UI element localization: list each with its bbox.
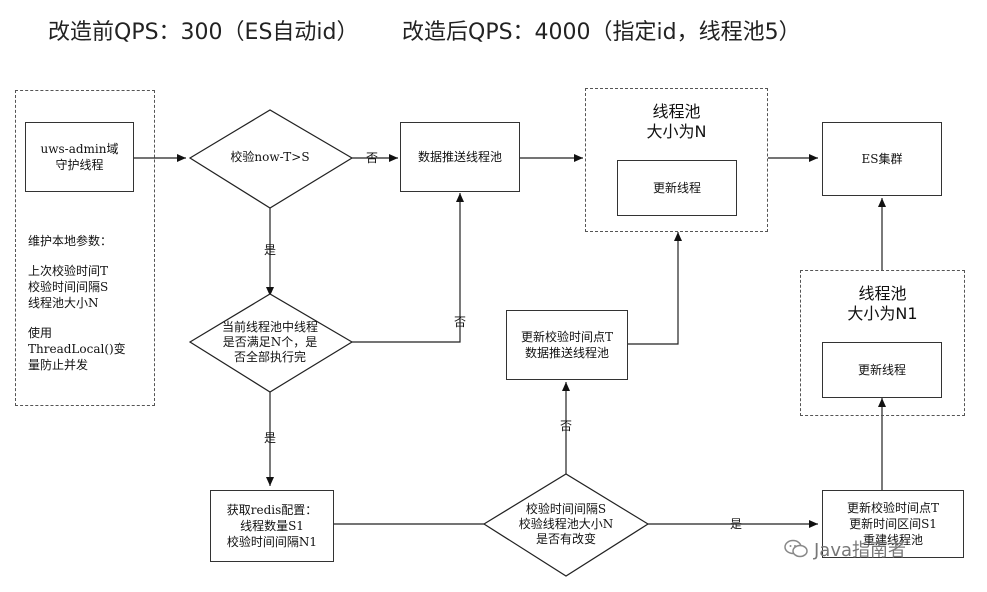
- daemon-thread-box: uws-admin域 守护线程: [25, 122, 134, 192]
- param-check-interval: 校验时间间隔S: [28, 280, 109, 294]
- edge-label-yes-2: 是: [264, 431, 277, 445]
- push-pool-box: 数据推送线程池: [400, 122, 520, 192]
- watermark-text: Java指南者: [814, 540, 907, 561]
- local-params-panel: [15, 90, 155, 406]
- pool-n-group: [585, 88, 768, 232]
- title-before: 改造前QPS：300（ES自动id）: [48, 20, 359, 45]
- redis-config-box: 获取redis配置： 线程数量S1 校验时间间隔N1: [210, 490, 334, 562]
- edge-label-yes-1: 是: [264, 243, 277, 257]
- update-final-box: 更新校验时间点T 更新时间区间S1 重建线程池: [822, 490, 964, 558]
- decision-pool-check: [188, 293, 354, 393]
- wechat-icon: [784, 539, 808, 558]
- pool-check-label: 当前线程池中线程 是否满足N个，是 否全部执行完: [221, 320, 318, 364]
- pool-n1-group: [800, 270, 965, 416]
- pool-n-title: 线程池 大小为N: [646, 102, 707, 141]
- edge-label-no-1: 否: [366, 151, 379, 165]
- threadlocal-line-1: 使用: [28, 326, 53, 340]
- decision-changed: [482, 473, 650, 577]
- es-cluster-box: ES集群: [822, 122, 942, 196]
- update-thread-box-2: 更新线程: [822, 342, 942, 398]
- threadlocal-line-3: 量防止并发: [28, 358, 89, 372]
- changed-check-label: 校验时间间隔S 校验线程池大小N 是否有改变: [518, 502, 614, 546]
- edge-label-yes-3: 是: [730, 517, 743, 531]
- local-params-text: 维护本地参数： 上次校验时间T 校验时间间隔S 线程池大小N 使用 Thread…: [28, 233, 126, 373]
- pool-n1-title: 线程池 大小为N1: [847, 284, 918, 323]
- check-now-label: 校验now-T>S: [230, 150, 310, 164]
- param-pool-size: 线程池大小N: [28, 296, 99, 310]
- update-thread-box-1: 更新线程: [617, 160, 737, 216]
- decision-check-now: [188, 109, 354, 209]
- edge-label-no-2: 否: [454, 315, 467, 329]
- params-title: 维护本地参数：: [28, 234, 113, 248]
- title-after: 改造后QPS：4000（指定id，线程池5）: [402, 20, 801, 45]
- watermark: Java指南者: [784, 536, 906, 562]
- param-last-check-time: 上次校验时间T: [28, 264, 109, 278]
- threadlocal-line-2: ThreadLocal()变: [28, 342, 126, 356]
- update-checkpoint-box: 更新校验时间点T 数据推送线程池: [506, 310, 628, 380]
- edge-label-no-3: 否: [560, 419, 573, 433]
- edge-updatepoint-to-pool: [628, 232, 682, 345]
- edge-poolcheck-to-push: [352, 193, 464, 343]
